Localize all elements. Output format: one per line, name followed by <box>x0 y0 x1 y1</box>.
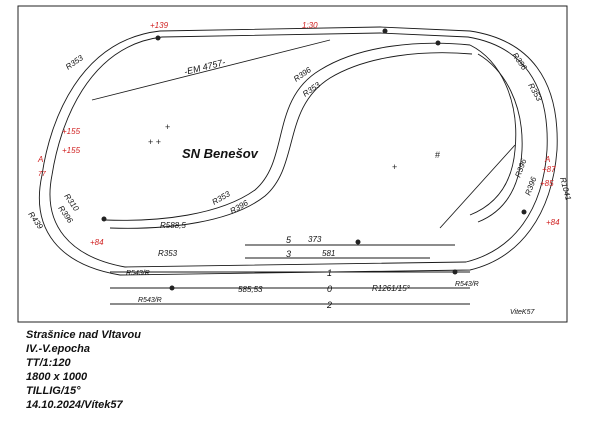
marker-A-left: A <box>37 155 43 164</box>
right-siding <box>439 144 516 229</box>
em-siding-track <box>91 39 331 101</box>
height-155b: +155 <box>62 146 81 155</box>
inner-s-curve-track-2 <box>109 52 473 229</box>
height-155a: +155 <box>62 127 81 136</box>
station-name: SN Benešov <box>182 146 259 161</box>
label-length-585: 585,53 <box>238 285 263 294</box>
board-outline <box>17 5 568 323</box>
track-number-0: 0 <box>327 284 332 294</box>
inner-curve-track-3 <box>469 44 517 216</box>
track-number-3: 3 <box>286 249 291 259</box>
cross-marker: + + <box>148 137 161 147</box>
info-line: 14.10.2024/Vítek57 <box>26 399 123 411</box>
inner-s-curve-track <box>104 42 471 221</box>
label-r588: R588,5 <box>160 221 186 230</box>
height-84-left: +84 <box>90 238 104 247</box>
label-r543-left: R543/R <box>126 270 150 277</box>
height-84-right: +84 <box>546 218 560 227</box>
label-r543-left2: R543/R <box>138 297 162 304</box>
info-line: TT/1:120 <box>26 357 71 369</box>
label-r396-curve: R396 <box>229 198 251 216</box>
label-r353-right: R353 <box>526 82 544 104</box>
info-line: 1800 x 1000 <box>26 371 88 383</box>
turnout-marker <box>435 40 441 46</box>
outer-loop-track-2 <box>49 32 548 268</box>
track-number-5: 5 <box>286 235 292 245</box>
signature: ViteK57 <box>510 309 535 316</box>
label-r439: R439 <box>26 210 45 231</box>
plan-info-block: Strašnice nad Vltavou IV.-V.epocha TT/1:… <box>26 328 141 412</box>
track-number-1: 1 <box>327 268 332 278</box>
marker-77-left: 77 <box>38 171 47 178</box>
track-number-2: 2 <box>326 300 332 310</box>
label-r396-right-lower2: R396 <box>523 175 538 197</box>
cross-marker: + <box>165 122 170 132</box>
info-line: TILLIG/15° <box>26 385 81 397</box>
ratio-label: 1:30 <box>302 21 318 30</box>
turnout-marker <box>355 239 361 245</box>
label-r353-bottom: R353 <box>158 249 178 258</box>
height-87: +87 <box>542 165 556 174</box>
inner-curve-track-4 <box>477 53 523 223</box>
label-length-581: 581 <box>322 249 335 258</box>
turnout-marker <box>382 28 388 34</box>
turnout-marker <box>452 269 458 275</box>
turnout-marker <box>155 35 161 41</box>
label-length-373: 373 <box>308 235 322 244</box>
cross-marker: + <box>392 162 397 172</box>
info-line: IV.-V.epocha <box>26 343 90 355</box>
label-r1261: R1261/15° <box>372 284 411 293</box>
height-139: +139 <box>150 21 169 30</box>
height-85: +85 <box>540 179 554 188</box>
label-r353-top: R353 <box>64 53 85 72</box>
marker-A-right: A <box>544 155 550 164</box>
cross-marker: # <box>435 150 440 160</box>
label-r396-right-lower: R396 <box>513 157 528 179</box>
label-r396-s: R396 <box>292 65 313 84</box>
label-r1041: R1041 <box>558 176 573 201</box>
label-r543-right: R543/R <box>455 281 479 288</box>
turnout-marker <box>521 209 527 215</box>
turnout-marker <box>169 285 175 291</box>
outer-loop-track <box>38 26 558 276</box>
info-line: Strašnice nad Vltavou <box>26 329 141 341</box>
label-em: -EM 4757- <box>183 57 226 77</box>
turnout-marker <box>101 216 107 222</box>
